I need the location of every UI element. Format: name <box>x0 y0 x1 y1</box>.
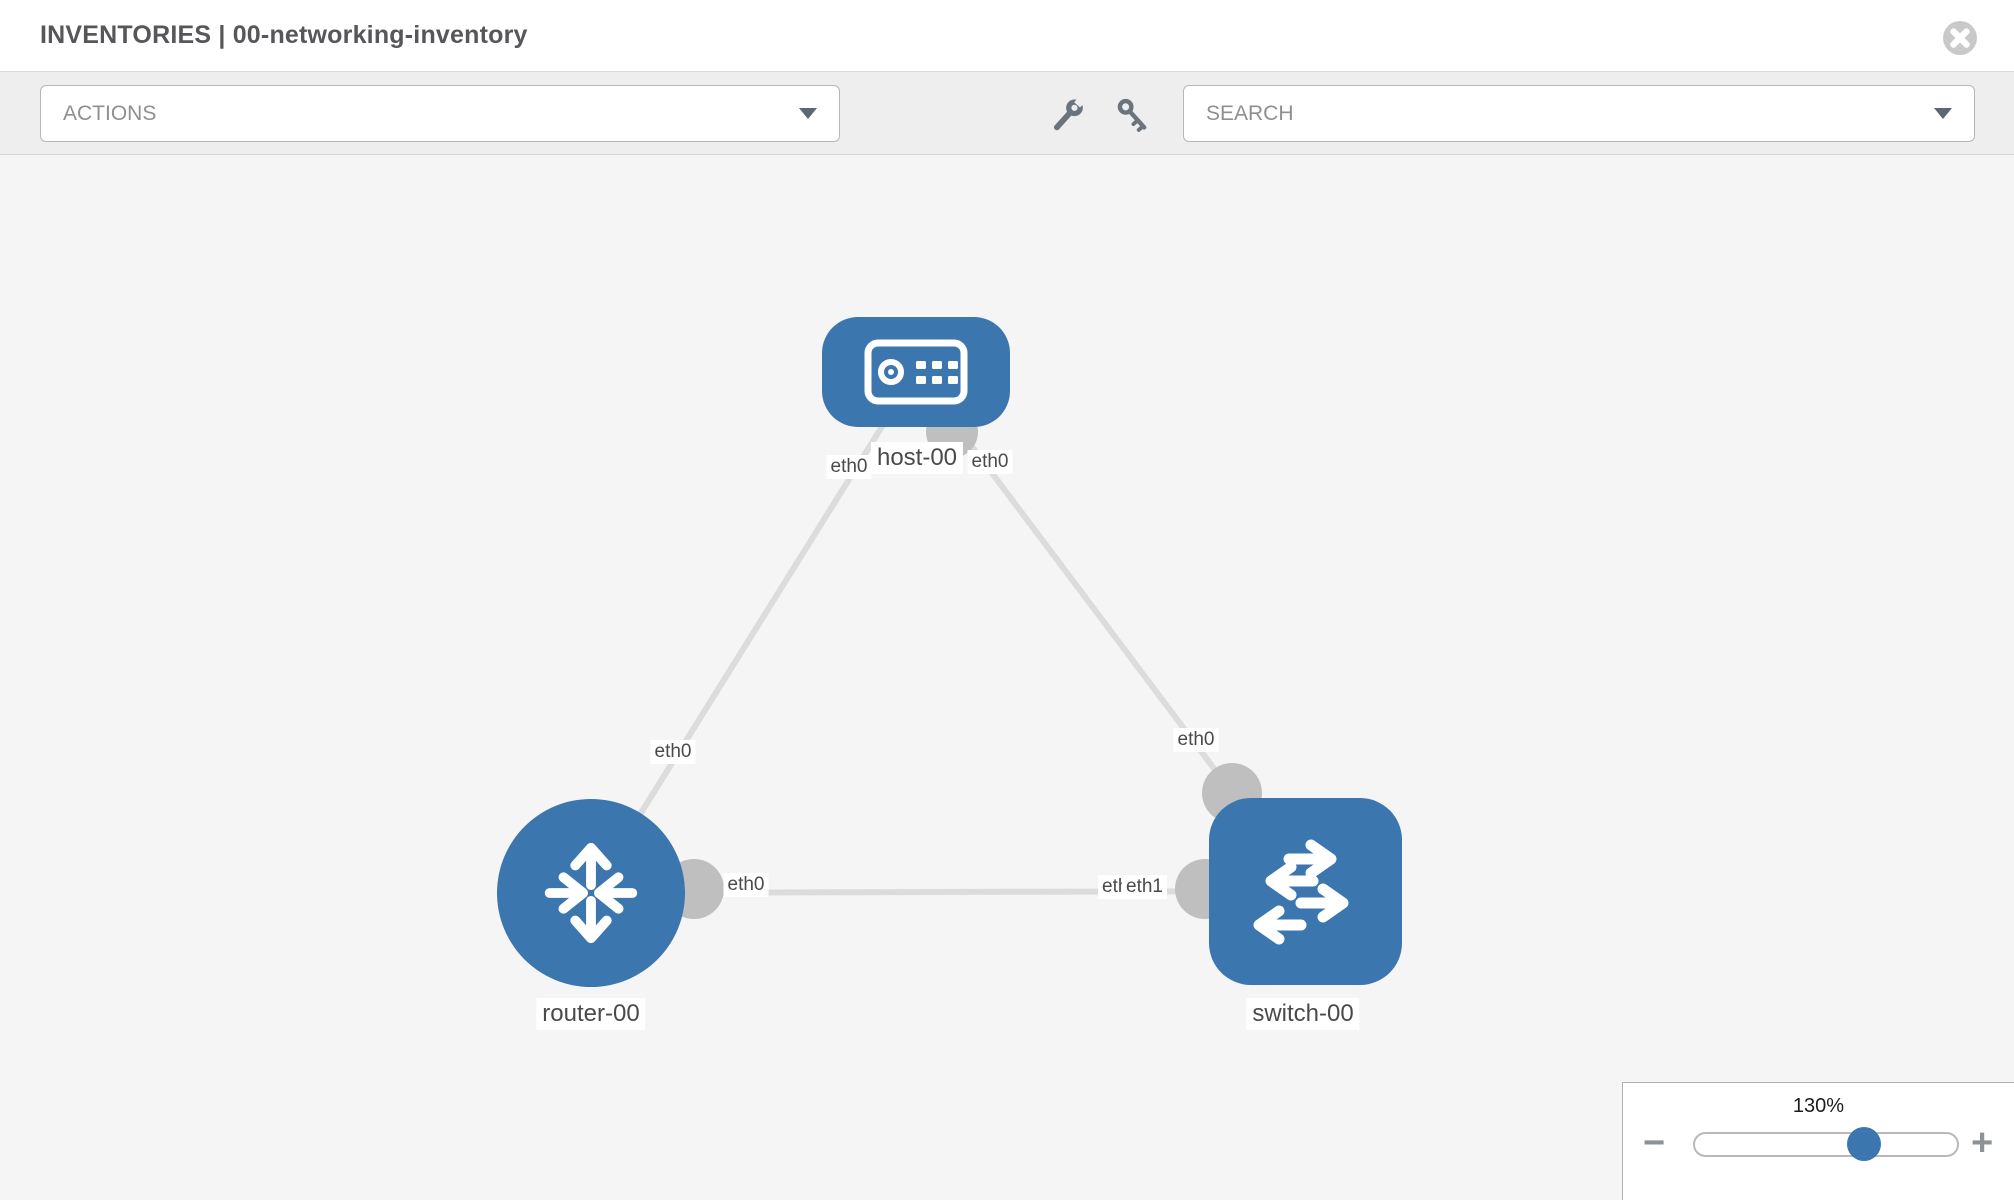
interface-label-switch-eth0-uplink: eth0 <box>1173 728 1219 752</box>
node-switch-00[interactable] <box>1209 798 1402 985</box>
close-icon <box>1943 21 1977 55</box>
interface-label-host-eth0-left: eth0 <box>826 455 872 479</box>
node-host-00[interactable] <box>822 317 1010 427</box>
interface-label-router-eth0-uplink: eth0 <box>650 740 696 764</box>
actions-dropdown[interactable]: ACTIONS <box>40 85 840 142</box>
zoom-in-button[interactable]: + <box>1971 1122 1994 1164</box>
interface-label-switch-eth1: eth1 <box>1122 875 1167 899</box>
page-title: INVENTORIES | 00-networking-inventory <box>40 21 528 49</box>
host-icon <box>864 339 968 405</box>
zoom-level-label: 130% <box>1792 1095 1845 1117</box>
interface-label-router-eth0-right: eth0 <box>723 873 769 897</box>
switch-icon <box>1253 839 1348 944</box>
zoom-out-button[interactable]: − <box>1643 1122 1666 1164</box>
node-label-switch-00: switch-00 <box>1246 998 1360 1030</box>
header: INVENTORIES | 00-networking-inventory <box>0 0 2014 72</box>
key-button[interactable] <box>1111 93 1155 137</box>
toolbar: ACTIONS SEARCH <box>0 72 2014 155</box>
key-icon <box>1117 98 1147 132</box>
node-label-host-00: host-00 <box>870 442 964 474</box>
node-label-router-00: router-00 <box>536 998 646 1030</box>
wrench-icon <box>1053 96 1086 131</box>
search-dropdown[interactable]: SEARCH <box>1183 85 1975 142</box>
chevron-down-icon <box>1934 108 1952 119</box>
chevron-down-icon <box>799 108 817 119</box>
search-dropdown-label: SEARCH <box>1206 101 1294 125</box>
topology-links <box>588 370 1309 919</box>
actions-dropdown-label: ACTIONS <box>63 101 157 125</box>
zoom-slider-track[interactable] <box>1693 1127 1959 1161</box>
interface-label-host-eth0-right: eth0 <box>967 450 1013 474</box>
router-icon <box>544 842 638 944</box>
close-button[interactable] <box>1942 20 1978 56</box>
topology-canvas[interactable]: host-00 router-00 switch-00 eth0 eth0 et… <box>0 155 2014 1200</box>
tools-button[interactable] <box>1046 93 1090 137</box>
node-router-00[interactable] <box>497 799 685 987</box>
zoom-slider-thumb[interactable] <box>1847 1127 1881 1161</box>
zoom-control: 130% − + <box>1622 1082 2014 1200</box>
